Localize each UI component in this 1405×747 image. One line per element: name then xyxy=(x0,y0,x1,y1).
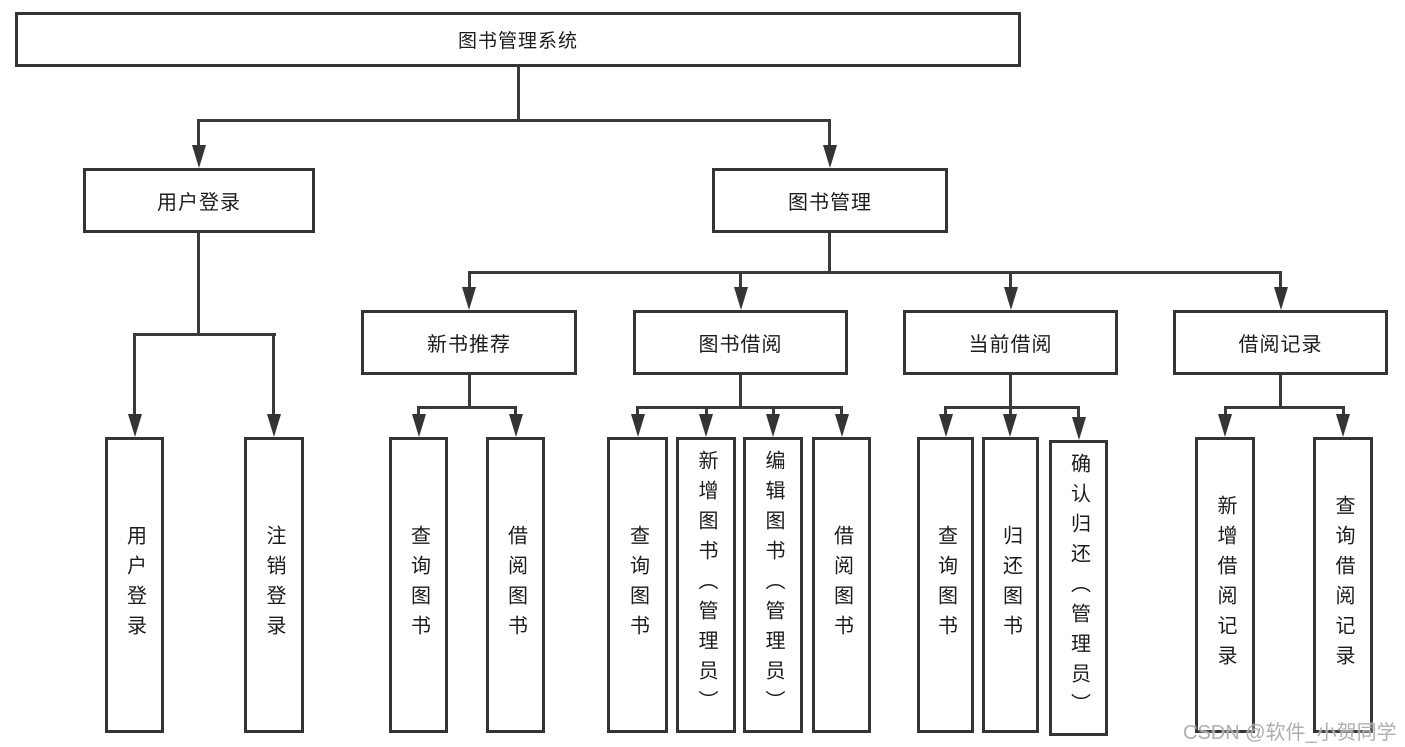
connector-line xyxy=(1279,375,1282,409)
node-book-borrow: 图书借阅 xyxy=(633,310,848,375)
connector-line xyxy=(772,406,775,417)
csdn-watermark: CSDN @软件_小贺同学 xyxy=(1183,722,1397,744)
leaf-return-book: 归还图书 xyxy=(982,437,1039,733)
arrow-head xyxy=(462,287,476,310)
arrow-head xyxy=(509,414,523,437)
arrow-head xyxy=(939,414,953,437)
connector-line xyxy=(636,406,843,409)
node-user-login: 用户登录 xyxy=(83,168,315,233)
arrow-head xyxy=(1003,414,1017,437)
connector-line xyxy=(944,406,1080,409)
leaf-query-books-recommend: 查询图书 xyxy=(389,437,448,733)
leaf-user-login: 用户登录 xyxy=(105,437,164,733)
connector-line xyxy=(197,119,200,147)
connector-line xyxy=(468,271,471,289)
arrow-head xyxy=(1336,414,1350,437)
leaf-borrow-books-recommend: 借阅图书 xyxy=(486,437,545,733)
leaf-query-books-current: 查询图书 xyxy=(917,437,974,733)
connector-line xyxy=(739,271,742,289)
node-book-management: 图书管理 xyxy=(712,168,948,233)
connector-line xyxy=(197,119,831,122)
leaf-edit-book-admin: 编辑图书（管理员） xyxy=(743,437,803,733)
connector-line xyxy=(468,271,1282,274)
leaf-logout: 注销登录 xyxy=(244,437,304,733)
arrow-head xyxy=(412,414,426,437)
node-borrow-records: 借阅记录 xyxy=(1173,310,1388,375)
arrow-head xyxy=(734,287,748,310)
arrow-head xyxy=(267,414,281,437)
connector-line xyxy=(517,67,520,122)
node-new-book-recommend: 新书推荐 xyxy=(361,310,577,375)
arrow-head xyxy=(699,414,713,437)
connector-line xyxy=(739,375,742,409)
leaf-query-borrow-record: 查询借阅记录 xyxy=(1313,437,1373,733)
arrow-head xyxy=(1218,414,1232,437)
arrow-head xyxy=(766,414,780,437)
arrow-head xyxy=(1072,417,1086,440)
arrow-head xyxy=(128,414,142,437)
connector-line xyxy=(1342,406,1345,417)
leaf-borrow-books: 借阅图书 xyxy=(812,437,871,733)
connector-line xyxy=(272,333,275,415)
connector-line xyxy=(944,406,947,417)
connector-line xyxy=(1224,406,1345,409)
connector-line xyxy=(1077,406,1080,417)
connector-line xyxy=(1009,375,1012,409)
connector-line xyxy=(197,233,200,336)
connector-line xyxy=(1279,271,1282,289)
arrow-head xyxy=(1004,287,1018,310)
arrow-head xyxy=(1274,287,1288,310)
connector-line xyxy=(417,406,420,417)
connector-line xyxy=(1009,271,1012,289)
connector-line xyxy=(133,333,276,336)
connector-line xyxy=(514,406,517,417)
connector-line xyxy=(828,119,831,147)
leaf-add-borrow-record: 新增借阅记录 xyxy=(1195,437,1255,733)
connector-line xyxy=(636,406,639,417)
leaf-confirm-return-admin: 确认归还（管理员） xyxy=(1049,440,1108,736)
connector-line xyxy=(1224,406,1227,417)
leaf-query-books-borrow: 查询图书 xyxy=(607,437,668,733)
node-current-borrow: 当前借阅 xyxy=(903,310,1118,375)
node-root-library-system: 图书管理系统 xyxy=(15,12,1021,67)
arrow-head xyxy=(823,145,837,168)
connector-line xyxy=(828,233,831,274)
connector-line xyxy=(468,375,471,409)
connector-line xyxy=(417,406,517,409)
connector-line xyxy=(705,406,708,417)
arrow-head xyxy=(192,145,206,168)
leaf-add-book-admin: 新增图书（管理员） xyxy=(676,437,736,733)
arrow-head xyxy=(835,414,849,437)
connector-line xyxy=(840,406,843,417)
connector-line xyxy=(133,333,136,415)
connector-line xyxy=(1009,406,1012,417)
arrow-head xyxy=(631,414,645,437)
